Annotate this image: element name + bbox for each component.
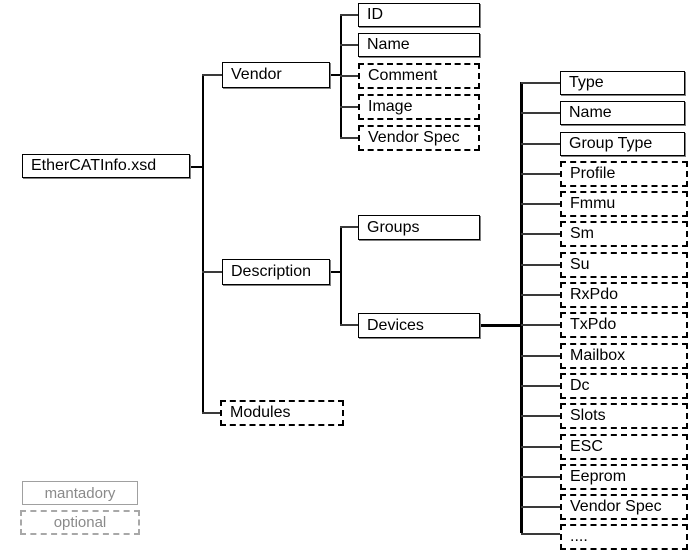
connector-vendor-name (340, 44, 358, 46)
node-device-rxpdo[interactable]: RxPdo (560, 282, 688, 308)
node-vendor-name[interactable]: Name (358, 33, 480, 57)
connector-device-mailbox (521, 355, 560, 357)
node-label: Comment (368, 67, 438, 84)
connector-device-fmmu (521, 203, 560, 205)
node-device-fmmu[interactable]: Fmmu (560, 191, 688, 217)
node-label: Devices (367, 316, 424, 334)
connector-description-groups (340, 226, 358, 228)
node-label: .... (570, 528, 588, 545)
connector-device-slots (521, 415, 560, 417)
connector-device-grouptype (521, 143, 560, 145)
node-label: Mailbox (570, 347, 626, 364)
connector-device-vendorspec (521, 506, 560, 508)
connector-device-type (521, 82, 560, 84)
node-vendor-id[interactable]: ID (358, 3, 480, 27)
node-label: Name (569, 104, 612, 121)
connector-vendor-stub (330, 74, 342, 76)
connector-device-rxpdo (521, 294, 560, 296)
node-vendor-spec[interactable]: Vendor Spec (358, 125, 480, 151)
connector-root-description (202, 271, 222, 273)
node-label: Vendor Spec (368, 129, 460, 146)
connector-root-trunk (202, 75, 204, 414)
node-label: EtherCATInfo.xsd (31, 157, 157, 174)
node-description[interactable]: Description (222, 259, 330, 285)
node-ethercatinfo-xsd[interactable]: EtherCATInfo.xsd (22, 154, 190, 178)
node-device-sm[interactable]: Sm (560, 221, 688, 247)
node-label: ESC (570, 438, 603, 455)
legend-label: optional (53, 514, 107, 531)
node-label: Description (231, 263, 312, 280)
node-label: Slots (570, 407, 606, 424)
node-label: Su (570, 256, 590, 273)
connector-devices-trunk (520, 82, 523, 533)
node-device-slots[interactable]: Slots (560, 403, 688, 429)
node-label: Vendor (231, 66, 282, 83)
connector-device-more (521, 533, 560, 535)
node-label: TxPdo (570, 316, 617, 333)
node-label: Name (367, 36, 410, 53)
node-label: Dc (570, 377, 590, 394)
node-device-type[interactable]: Type (560, 71, 685, 95)
connector-vendor-comment (340, 75, 358, 77)
node-device-vendor-spec[interactable]: Vendor Spec (560, 494, 688, 520)
connector-description-stub (330, 271, 342, 273)
connector-vendor-id (340, 14, 358, 16)
node-label: Modules (230, 404, 291, 421)
node-label: Type (569, 74, 604, 91)
node-device-name[interactable]: Name (560, 101, 685, 125)
connector-device-eeprom (521, 476, 560, 478)
node-device-esc[interactable]: ESC (560, 434, 688, 460)
node-label: Eeprom (570, 468, 627, 485)
node-label: RxPdo (570, 286, 619, 303)
connector-description-devices (340, 324, 358, 326)
connector-device-sm (521, 233, 560, 235)
node-device-profile[interactable]: Profile (560, 161, 688, 187)
connector-root-modules (202, 412, 222, 414)
node-device-dc[interactable]: Dc (560, 373, 688, 399)
connector-device-dc (521, 385, 560, 387)
legend-mandatory: mantadory (22, 481, 138, 505)
connector-device-su (521, 264, 560, 266)
connector-device-esc (521, 446, 560, 448)
connector-vendor-vendorspec (340, 137, 358, 139)
connector-vendor-image (340, 106, 358, 108)
node-label: Vendor Spec (570, 498, 662, 515)
connector-device-txpdo (521, 324, 560, 326)
node-device-more[interactable]: .... (560, 524, 688, 550)
node-device-mailbox[interactable]: Mailbox (560, 343, 688, 369)
node-modules[interactable]: Modules (220, 400, 344, 426)
node-vendor-comment[interactable]: Comment (358, 63, 480, 89)
connector-device-profile (521, 173, 560, 175)
node-label: Profile (570, 165, 616, 182)
node-label: Fmmu (570, 195, 616, 212)
connector-root-vendor (202, 74, 222, 76)
node-device-su[interactable]: Su (560, 252, 688, 278)
connector-root-stub (190, 166, 204, 168)
node-groups[interactable]: Groups (358, 215, 480, 240)
node-label: Image (368, 98, 413, 115)
legend-optional: optional (20, 510, 140, 535)
node-device-eeprom[interactable]: Eeprom (560, 464, 688, 490)
node-device-txpdo[interactable]: TxPdo (560, 312, 688, 338)
node-vendor-image[interactable]: Image (358, 94, 480, 120)
connector-devices-stub (480, 324, 523, 327)
node-devices[interactable]: Devices (358, 313, 480, 338)
node-label: Group Type (569, 135, 653, 152)
connector-device-name (521, 112, 560, 114)
legend-label: mantadory (44, 484, 116, 502)
connector-description-trunk (340, 226, 342, 325)
node-label: Groups (367, 218, 420, 236)
node-label: ID (367, 6, 383, 23)
node-vendor[interactable]: Vendor (222, 62, 330, 88)
node-device-group-type[interactable]: Group Type (560, 132, 685, 156)
node-label: Sm (570, 225, 594, 242)
